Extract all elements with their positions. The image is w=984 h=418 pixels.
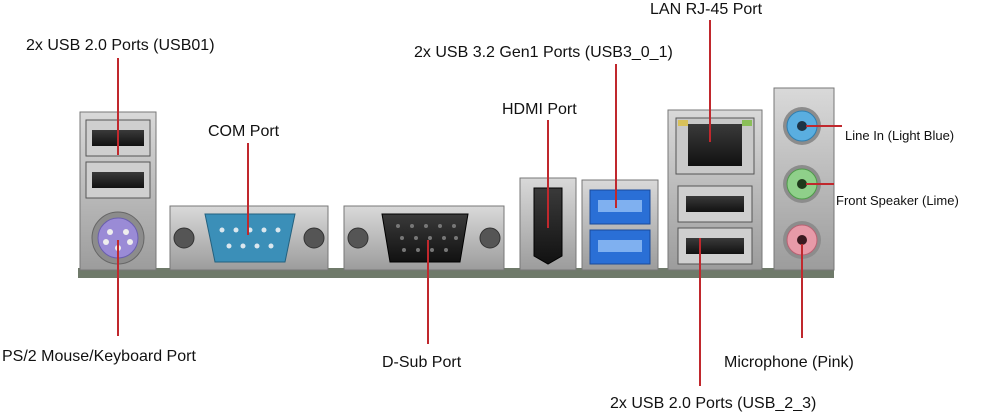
- dsub-port: [343, 205, 505, 271]
- label-usb2-top: 2x USB 2.0 Ports (USB01): [26, 37, 215, 54]
- lan-usb-stack: [667, 109, 763, 271]
- label-usb32: 2x USB 3.2 Gen1 Ports (USB3_0_1): [414, 44, 673, 61]
- label-com: COM Port: [208, 123, 280, 140]
- ps2-port: [91, 211, 145, 265]
- label-dsub: D-Sub Port: [382, 354, 462, 371]
- pcb-strip: [78, 268, 834, 278]
- label-microphone: Microphone (Pink): [724, 354, 854, 371]
- leader-lines: [117, 20, 842, 386]
- label-usb2-bottom: 2x USB 2.0 Ports (USB_2_3): [610, 395, 817, 412]
- usb32-stack: [581, 179, 659, 271]
- label-hdmi: HDMI Port: [502, 101, 577, 118]
- label-lan: LAN RJ-45 Port: [650, 1, 763, 18]
- audio-jacks: [773, 87, 835, 271]
- label-line-in: Line In (Light Blue): [845, 128, 955, 143]
- label-front-speaker: Front Speaker (Lime): [836, 193, 959, 208]
- label-ps2: PS/2 Mouse/Keyboard Port: [2, 348, 196, 365]
